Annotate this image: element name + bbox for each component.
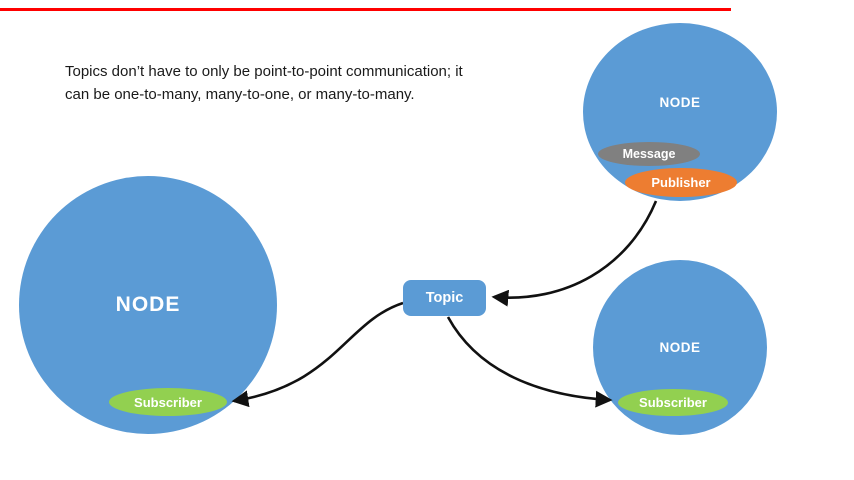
caption-line-1: Topics don’t have to only be point-to-po… (65, 63, 463, 80)
message-pill: Message (598, 142, 700, 166)
subscriber-pill-left-label: Subscriber (134, 394, 202, 410)
topic-box: Topic (403, 280, 486, 316)
node-bottom-right-label: NODE (659, 340, 701, 355)
topic-label: Topic (425, 290, 464, 306)
top-red-line (0, 8, 731, 11)
publisher-pill-label: Publisher (651, 175, 711, 190)
arrow-topic-to-bottom-subscriber (446, 316, 613, 408)
subscriber-pill-left: Subscriber (109, 388, 227, 416)
publisher-pill: Publisher (625, 168, 737, 197)
subscriber-pill-bottom-right: Subscriber (618, 389, 728, 416)
node-top-right-label: NODE (659, 94, 701, 110)
message-pill-label: Message (622, 147, 676, 161)
subscriber-pill-bottom-right-label: Subscriber (639, 395, 707, 410)
caption-line-2: can be one-to-many, many-to-one, or many… (65, 86, 415, 104)
node-left-label: NODE (115, 293, 181, 316)
caption: Topics don’t have to only be point-to-po… (65, 60, 545, 107)
